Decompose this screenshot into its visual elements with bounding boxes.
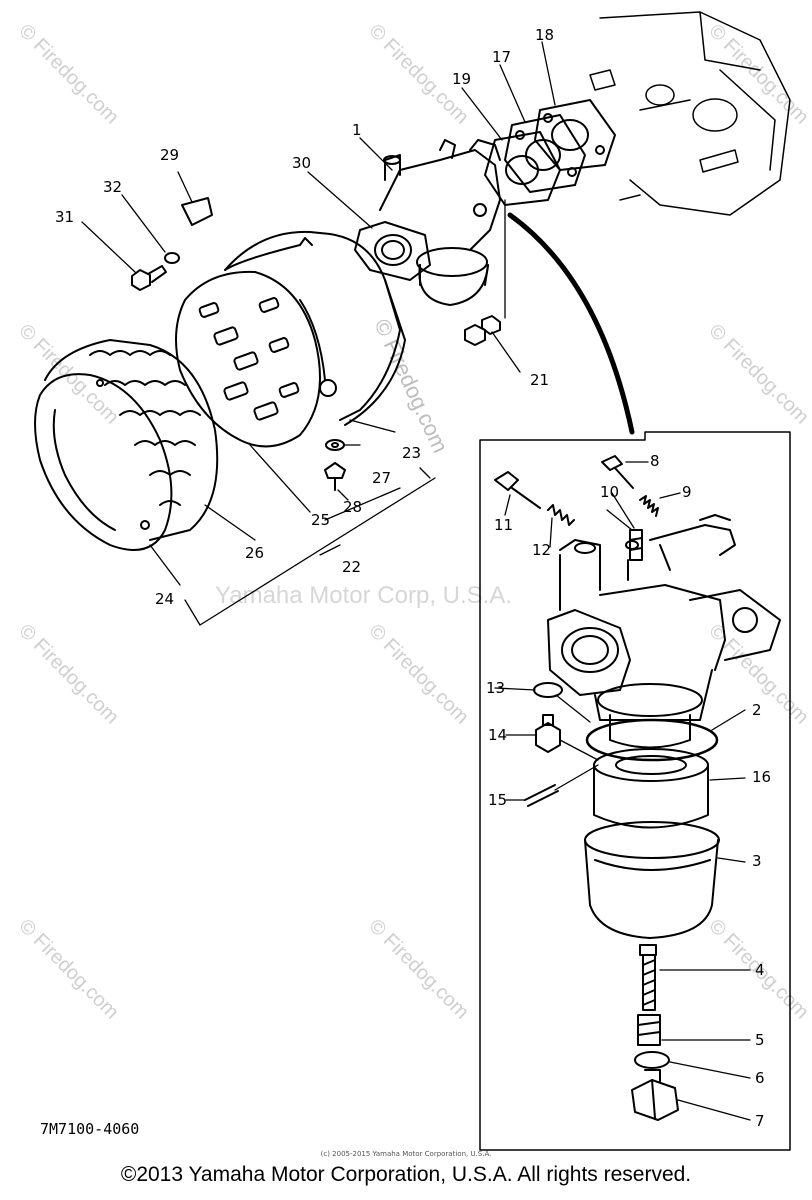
screw-8: [601, 455, 634, 489]
copyright-footer: ©2013 Yamaha Motor Corporation, U.S.A. A…: [120, 1163, 692, 1186]
callout-19: 19: [452, 70, 471, 88]
callout-15: 15: [488, 791, 507, 809]
callout-26: 26: [245, 544, 264, 562]
callout-18: 18: [535, 26, 554, 44]
callout-6: 6: [755, 1069, 765, 1087]
leader-lines-inset: [494, 461, 751, 1121]
wing-nut-28: [324, 462, 346, 491]
callout-1: 1: [352, 121, 362, 139]
callout-14: 14: [488, 726, 507, 744]
part-code: 7M7100-4060: [40, 1120, 140, 1138]
engine-block: [589, 11, 791, 216]
leader-lines-upper: [81, 41, 556, 626]
callout-11: 11: [494, 516, 513, 534]
main-jet-14: [535, 714, 561, 753]
connector-line: [507, 212, 635, 435]
label-29: [181, 197, 213, 226]
callout-31: 31: [55, 208, 74, 226]
callout-7: 7: [755, 1112, 765, 1130]
callout-17: 17: [492, 48, 511, 66]
throttle-screw-11: [494, 471, 541, 509]
nut-21: [464, 315, 501, 346]
o-ring-2: [585, 718, 719, 762]
washer-27: [325, 439, 345, 451]
callout-8: 8: [650, 452, 660, 470]
gasket-19: [484, 131, 561, 206]
callout-5: 5: [755, 1031, 765, 1049]
air-filter-cover: [34, 373, 173, 551]
tiny-copyright: (c) 2005-2015 Yamaha Motor Corporation, …: [320, 1150, 492, 1158]
callout-22: 22: [342, 558, 361, 576]
callout-25: 25: [311, 511, 330, 529]
callout-30: 30: [292, 154, 311, 172]
callout-29: 29: [160, 146, 179, 164]
bolt-31: [131, 265, 167, 291]
air-filter-element: [44, 339, 219, 541]
callout-32: 32: [103, 178, 122, 196]
clip-13: [533, 682, 563, 698]
callout-13: 13: [486, 679, 505, 697]
callout-3: 3: [752, 852, 762, 870]
gasket-18: [534, 99, 616, 171]
gasket-6: [634, 1051, 670, 1069]
float-chamber-3: [584, 821, 720, 939]
spring-9: [639, 495, 659, 517]
callout-9: 9: [682, 483, 692, 501]
callout-27: 27: [372, 469, 391, 487]
callout-4: 4: [755, 961, 765, 979]
washer-32: [164, 252, 180, 264]
air-filter-case: [224, 230, 406, 426]
callout-12: 12: [532, 541, 551, 559]
center-watermark: Yamaha Motor Corp, U.S.A.: [215, 582, 512, 609]
callout-16: 16: [752, 768, 771, 786]
callout-21: 21: [530, 371, 549, 389]
pin-15: [524, 784, 559, 807]
carburetor-top: [379, 139, 501, 306]
callout-10: 10: [600, 483, 619, 501]
callout-24: 24: [155, 590, 174, 608]
pilot-screw-10: [629, 529, 643, 561]
washer-27-inner: [331, 442, 339, 448]
callout-2: 2: [752, 701, 762, 719]
drain-nut-7: [631, 1069, 679, 1121]
float-16: [593, 748, 709, 829]
flange-30: [354, 221, 431, 281]
spring-5: [637, 1014, 661, 1046]
spring-12: [547, 504, 575, 526]
element-holder: [175, 270, 321, 448]
main-jet-bolt-4: [639, 944, 657, 1011]
callout-28: 28: [343, 498, 362, 516]
inset-carburetor: [547, 514, 781, 749]
callout-labels: 1 2 3 4 5 6 7 8 9 10 11 12 13 14 15 16 1…: [55, 26, 771, 1130]
callout-23: 23: [402, 444, 421, 462]
inset-frame: [479, 431, 791, 1151]
